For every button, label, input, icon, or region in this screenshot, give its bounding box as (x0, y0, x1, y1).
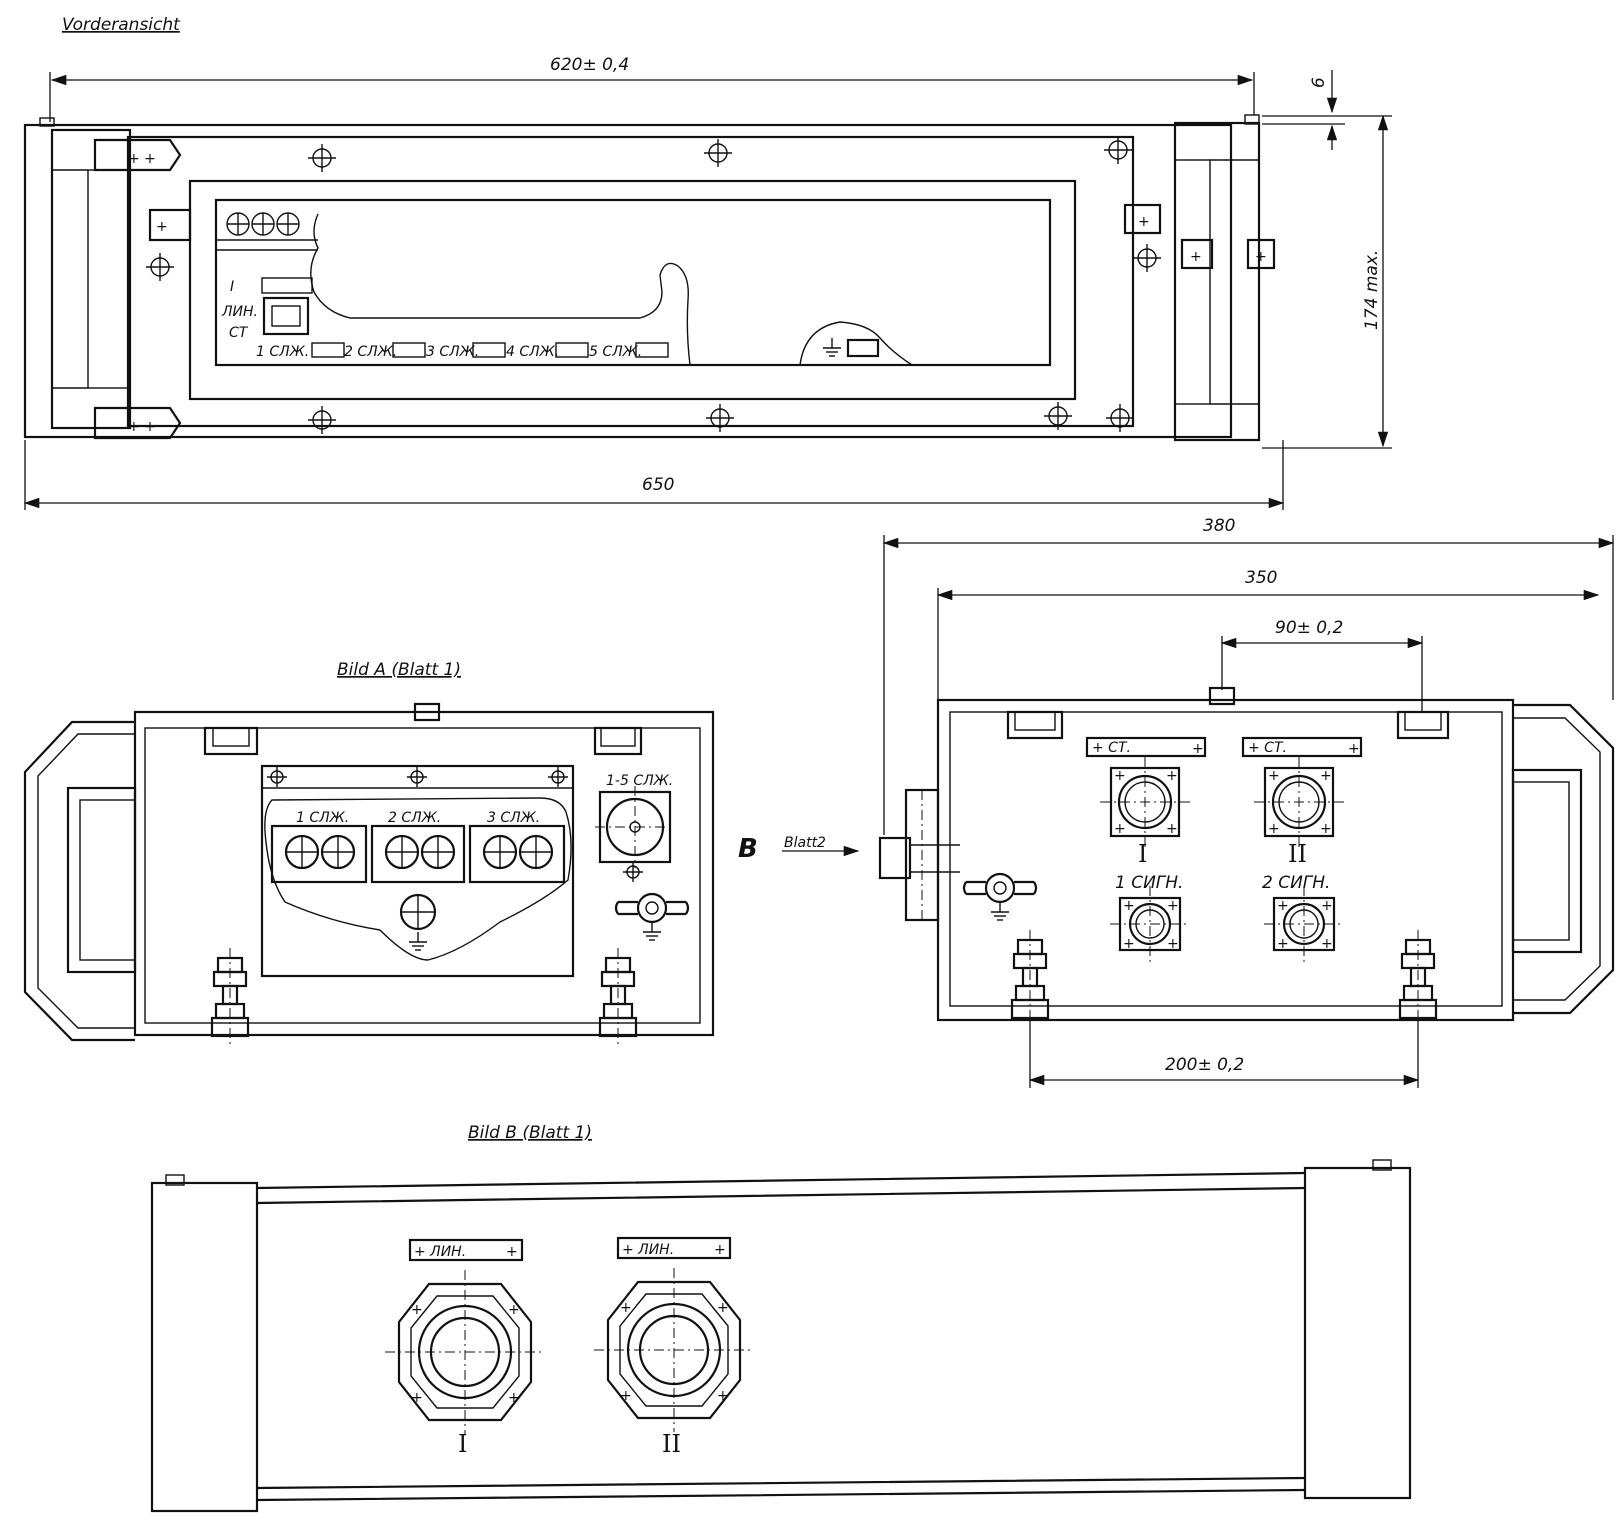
dim-650: 650 (642, 475, 674, 495)
front-slot-2-label: 2 СЛЖ. (344, 344, 397, 360)
view-b-plate-2-label: + ЛИН. (622, 1242, 674, 1258)
view-a-title: Bild A (Blatt 1) (337, 660, 461, 680)
side-dimension-lines (882, 535, 1615, 1088)
dim-620: 620± 0,4 (550, 55, 629, 75)
dim-174: 174 max. (1362, 250, 1382, 330)
view-b-plate-1-label: + ЛИН. (414, 1244, 466, 1260)
view-a (23, 702, 715, 1050)
dim-200: 200± 0,2 (1165, 1055, 1244, 1075)
front-label-lin: ЛИН. (221, 304, 258, 320)
view-a-connector-label: 1-5 СЛЖ. (606, 773, 673, 789)
side-sig-2-label: 2 СИГН. (1262, 873, 1330, 893)
view-arrow-note: Blatt2 (784, 835, 826, 851)
dim-90: 90± 0,2 (1275, 618, 1343, 638)
dim-380: 380 (1203, 516, 1235, 536)
view-b-conn-2-label: II (662, 1430, 681, 1458)
side-view: + + (878, 686, 1615, 1032)
front-view: + + + + + + + + (23, 114, 1276, 442)
side-plate-1-label: + СТ. (1092, 740, 1131, 756)
side-sig-1-label: 1 СИГН. (1115, 873, 1183, 893)
side-plate-2-label: + СТ. (1248, 740, 1287, 756)
svg-text:+: + (1255, 249, 1267, 265)
dim-350: 350 (1245, 568, 1277, 588)
svg-text:+: + (1192, 741, 1204, 757)
svg-text:+: + (714, 1242, 726, 1258)
view-b: + + (150, 1159, 1412, 1513)
svg-text:+: + (1190, 249, 1202, 265)
view-b-conn-1-label: I (458, 1430, 467, 1458)
svg-text:+ +: + + (128, 151, 156, 167)
front-view-title: Vorderansicht (62, 15, 181, 35)
front-slot-4-label: 4 СЛЖ. (506, 344, 559, 360)
dim-6: 6 (1309, 77, 1329, 88)
front-label-i: I (230, 279, 234, 295)
view-a-group-3-label: 3 СЛЖ. (487, 810, 540, 826)
view-b-title: Bild B (Blatt 1) (468, 1123, 592, 1143)
side-conn-1-label: I (1138, 840, 1147, 868)
front-slot-1-label: 1 СЛЖ. (256, 344, 309, 360)
view-a-group-2-label: 2 СЛЖ. (388, 810, 441, 826)
svg-text:+: + (1138, 214, 1150, 230)
view-arrow-letter: B (738, 834, 758, 864)
svg-text:+: + (1348, 741, 1360, 757)
svg-text:+: + (156, 219, 168, 235)
front-label-st: СТ (229, 325, 249, 341)
front-dimension-lines (23, 70, 1392, 510)
front-slot-5-label: 5 СЛЖ. (589, 344, 642, 360)
view-a-group-1-label: 1 СЛЖ. (296, 810, 349, 826)
front-slot-3-label: 3 СЛЖ. (426, 344, 479, 360)
side-conn-2-label: II (1288, 840, 1307, 868)
svg-text:+ +: + + (128, 419, 156, 435)
svg-text:+: + (506, 1244, 518, 1260)
